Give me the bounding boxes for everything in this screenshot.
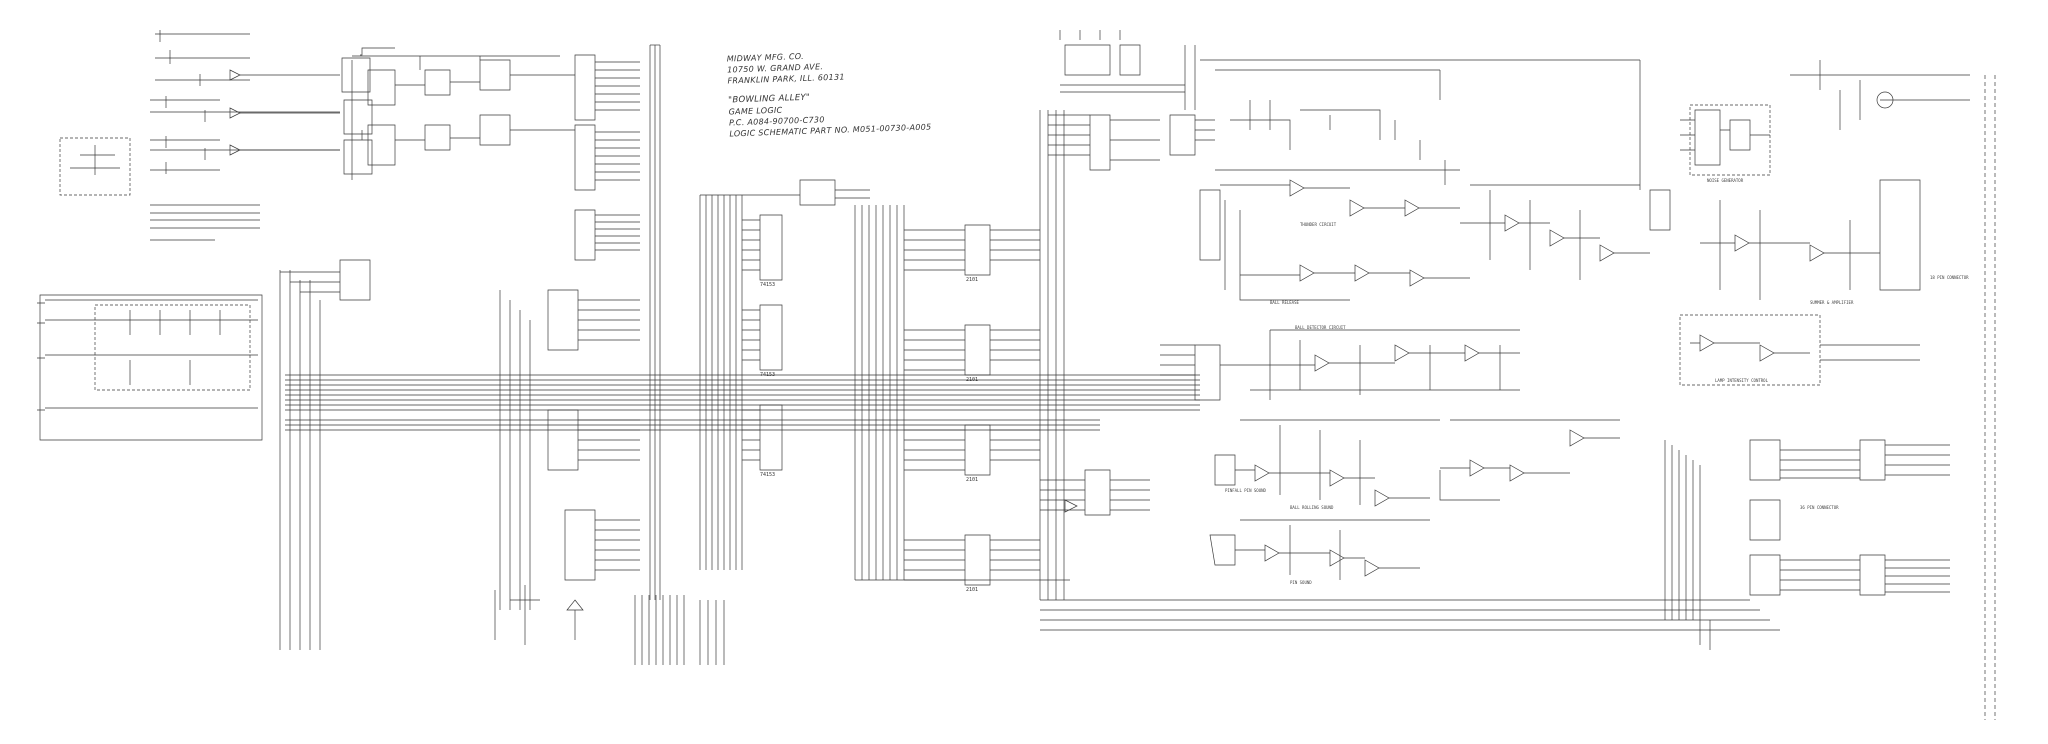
top-right-wiring — [1184, 45, 1641, 190]
data-lines-left — [279, 259, 371, 650]
power-symbol-lower — [494, 585, 584, 645]
speed-switch-block — [37, 294, 263, 441]
mux-chip-3-label: 74153 — [760, 472, 776, 478]
lamp-intensity-box — [1679, 314, 1920, 386]
summer-amplifier-label: SUMMER & AMPLIFIER — [1810, 300, 1854, 305]
ball-release-label: BALL RELEASE — [1270, 300, 1299, 305]
middle-logic-chips — [499, 289, 640, 610]
connector-36-label: 36 PIN CONNECTOR — [1800, 505, 1839, 510]
pin-sound-label: PIN SOUND — [1290, 580, 1312, 585]
switch-input-block — [150, 30, 395, 241]
analog-sound-section — [1160, 60, 1996, 720]
ball-detector-label: BALL DETECTOR CIRCUIT — [1295, 325, 1346, 330]
top-center-chips — [1048, 30, 1185, 171]
remote-box — [59, 137, 131, 196]
pinfall-sound-label: PINFALL PIN SOUND — [1225, 488, 1266, 493]
ram-area — [699, 179, 1070, 581]
thunder-label: THUNDER CIRCUIT — [1300, 222, 1337, 227]
bottom-wiring — [1040, 599, 1780, 650]
connector-18-label: 18 PIN CONNECTOR — [1930, 275, 1969, 280]
mux-chip-1-label: 74153 — [760, 282, 776, 288]
ram-chip-column — [904, 110, 1065, 600]
ram-chip-2-label: 2101 — [966, 377, 979, 383]
noise-generator-label: NOISE GENERATOR — [1707, 178, 1744, 183]
flip-flop-block — [351, 54, 640, 261]
center-right-mux — [1040, 469, 1150, 516]
mux-chip-2-label: 74153 — [760, 372, 776, 378]
address-bus — [285, 374, 1200, 431]
ram-chip-3-label: 2101 — [966, 477, 979, 483]
output-driver-block — [1664, 439, 1950, 620]
ball-rolling-label: BALL ROLLING SOUND — [1290, 505, 1334, 510]
vertical-bus — [649, 44, 661, 600]
ram-chip-1-label: 2101 — [966, 277, 979, 283]
lamp-intensity-label: LAMP INTENSITY CONTROL — [1715, 378, 1768, 383]
bottom-data-lines — [634, 595, 725, 665]
ram-chip-4-label: 2101 — [966, 587, 979, 593]
